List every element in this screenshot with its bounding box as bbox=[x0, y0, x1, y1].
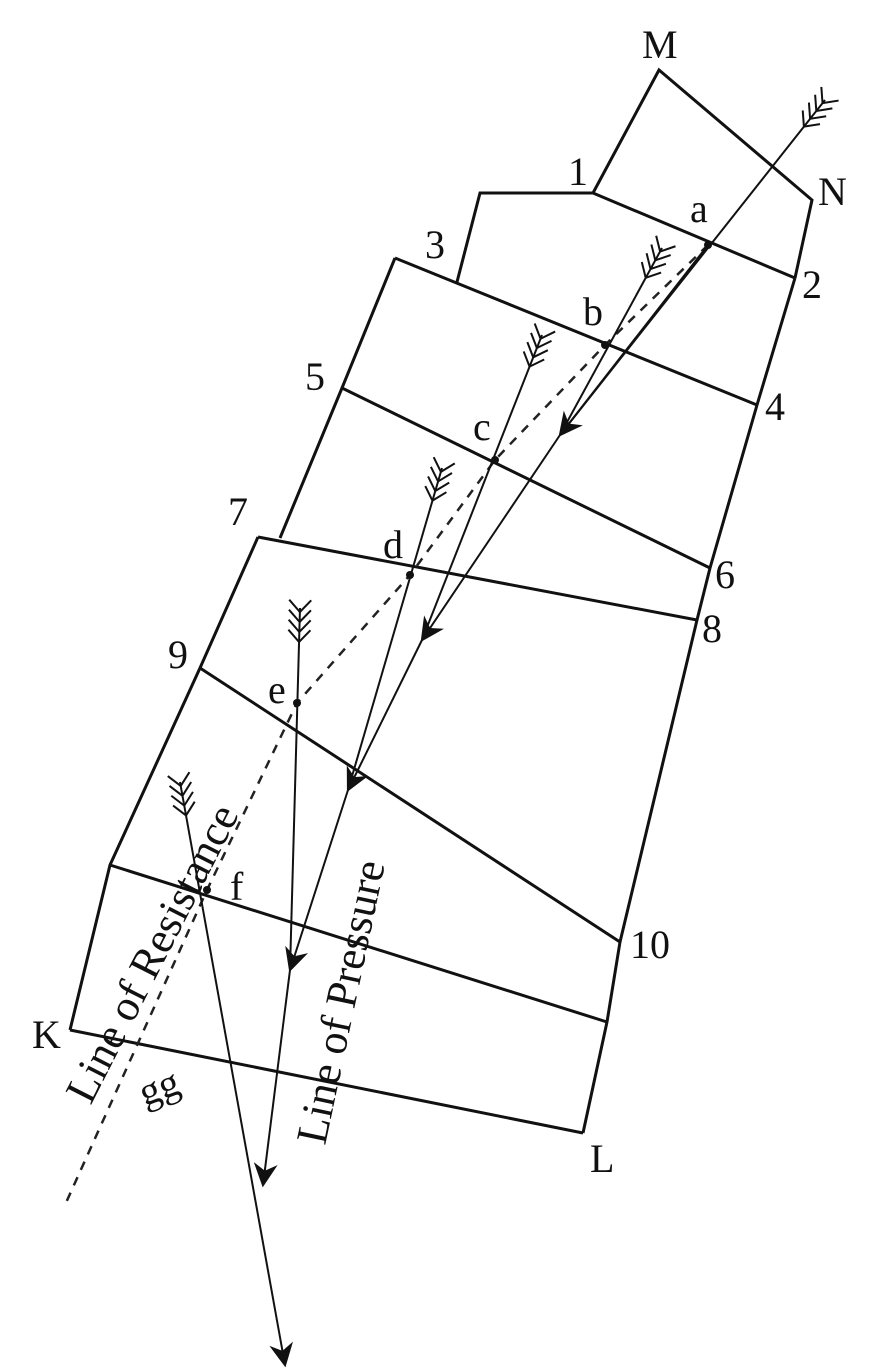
label-8: 8 bbox=[702, 606, 722, 651]
weight-force-line bbox=[347, 467, 443, 791]
label-3: 3 bbox=[425, 222, 445, 267]
weight-force-line bbox=[559, 247, 663, 436]
joint-3-4 bbox=[394, 256, 758, 407]
point-c-dot bbox=[491, 456, 499, 464]
force-lines bbox=[167, 86, 839, 1368]
joint-9-10 bbox=[199, 666, 621, 944]
label-4: 4 bbox=[765, 384, 785, 429]
feather-icon bbox=[522, 323, 556, 368]
joint-K-L bbox=[69, 1028, 584, 1135]
pressure-segment bbox=[420, 434, 561, 642]
feather-icon bbox=[287, 599, 312, 643]
point-b-dot bbox=[601, 341, 609, 349]
label-d: d bbox=[383, 522, 403, 567]
weight-force-line bbox=[559, 99, 826, 436]
point-f-dot bbox=[203, 886, 211, 894]
label-gg: gg bbox=[132, 1059, 185, 1115]
joint-1-2 bbox=[592, 191, 796, 280]
label-7: 7 bbox=[228, 489, 248, 534]
label-1: 1 bbox=[568, 149, 588, 194]
intrados-lower bbox=[68, 536, 260, 1031]
weight-force-line bbox=[421, 334, 543, 641]
joint-points bbox=[203, 241, 712, 894]
label-e: e bbox=[268, 667, 286, 712]
top-block bbox=[591, 67, 814, 279]
feather-icon bbox=[801, 86, 839, 128]
voussoir-blocks bbox=[68, 67, 814, 1135]
joint-7-8 bbox=[257, 535, 698, 622]
label-L: L bbox=[590, 1136, 614, 1181]
feather-icon bbox=[640, 235, 676, 279]
point-d-dot bbox=[406, 571, 414, 579]
intrados bbox=[278, 257, 397, 539]
label-M: M bbox=[642, 22, 678, 67]
label-2: 2 bbox=[802, 262, 822, 307]
line-of-resistance-label: Line of Resistance bbox=[56, 796, 248, 1110]
pressure-segment bbox=[253, 969, 291, 1188]
line-of-pressure-label: Line of Pressure bbox=[287, 856, 395, 1148]
point-a-dot bbox=[704, 241, 712, 249]
label-c: c bbox=[473, 404, 491, 449]
label-b: b bbox=[583, 289, 603, 334]
block-2-outline bbox=[455, 191, 593, 283]
extrados bbox=[581, 277, 797, 1134]
point-e-dot bbox=[293, 699, 301, 707]
label-5: 5 bbox=[305, 354, 325, 399]
label-9: 9 bbox=[168, 632, 188, 677]
weight-force-line bbox=[179, 781, 293, 1368]
feather-icon bbox=[424, 456, 456, 502]
joint-lower bbox=[109, 863, 608, 1024]
pressure-segment bbox=[346, 639, 423, 793]
label-K: K bbox=[32, 1012, 61, 1057]
joint-5-6 bbox=[341, 386, 711, 570]
label-10: 10 bbox=[630, 922, 670, 967]
feather-icon bbox=[167, 771, 196, 817]
label-6: 6 bbox=[715, 552, 735, 597]
label-f: f bbox=[230, 864, 244, 909]
label-a: a bbox=[690, 186, 708, 231]
label-N: N bbox=[818, 169, 847, 214]
pressure-segment bbox=[285, 789, 349, 973]
weight-force-line bbox=[289, 607, 301, 971]
